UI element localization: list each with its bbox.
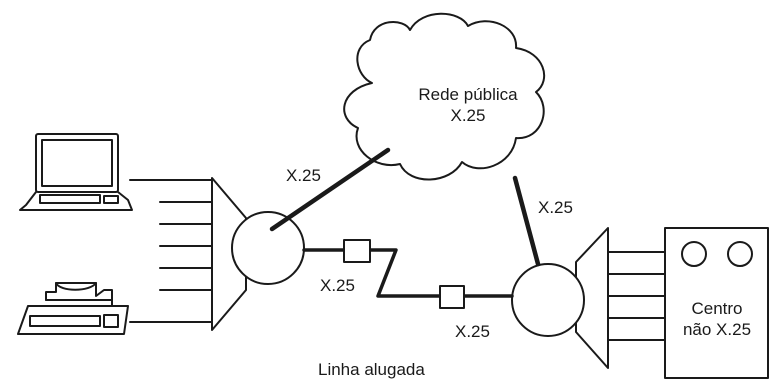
- non-x25-host: [664, 227, 769, 379]
- cloud-label-line2: X.25: [450, 106, 486, 125]
- link-label-left-cloud: X.25: [286, 166, 321, 185]
- link-label-leased-left: X.25: [320, 276, 355, 295]
- link-label-cloud-right: X.25: [538, 198, 573, 217]
- cloud-label: Rede pública X.25: [392, 84, 544, 126]
- cloud-label-line1: Rede pública: [418, 85, 518, 104]
- link-cloud-to-right: [512, 175, 541, 267]
- right-concentrator: [575, 227, 609, 369]
- host-label-line1: Centro: [691, 299, 743, 318]
- left-concentrator: [211, 177, 247, 331]
- right-node: [511, 263, 585, 337]
- leased-line-modem-left: [343, 239, 371, 263]
- host-lines: [607, 251, 666, 341]
- link-left-to-cloud: [269, 147, 391, 232]
- printer-icon: [17, 282, 129, 335]
- public-network-cloud: [343, 12, 546, 181]
- host-label: Centro não X.25: [668, 298, 766, 340]
- leased-line: [302, 248, 514, 298]
- link-label-leased-right: X.25: [455, 322, 490, 341]
- host-label-line2: não X.25: [682, 320, 752, 339]
- laptop-icon: [19, 133, 133, 211]
- leased-line-modem-right: [439, 285, 465, 309]
- left-node: [231, 211, 305, 285]
- leased-line-caption: Linha alugada: [318, 360, 425, 379]
- terminal-lines-left: [129, 179, 213, 323]
